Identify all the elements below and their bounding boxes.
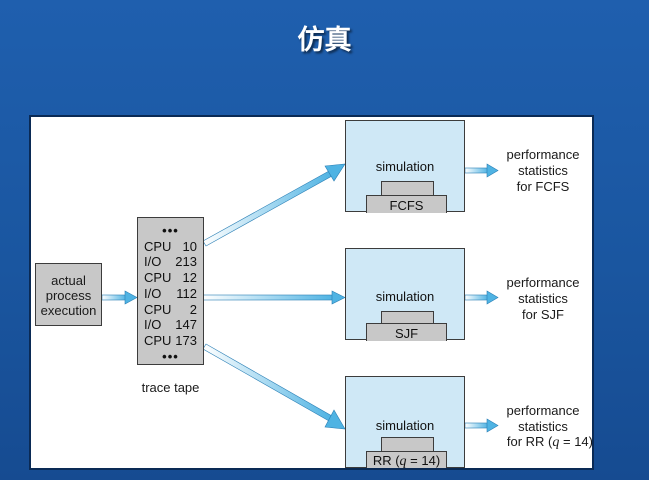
stats-rr-suffix: = 14) — [559, 434, 593, 449]
stats-fcfs-line-3: for FCFS — [516, 179, 570, 194]
diagram-panel: actual process execution ••• CPU 10 I/O … — [29, 115, 594, 470]
trace-op: CPU — [144, 302, 172, 317]
stats-rr-line-2: statistics — [518, 419, 568, 434]
source-line-1: actual — [51, 273, 86, 288]
simulation-box-rr: simulation RR (q = 14) — [345, 376, 465, 468]
stats-rr-line-3: for RR (q = 14) — [471, 434, 593, 450]
simulation-step-base — [366, 451, 447, 468]
algorithm-rr-quantum-var: q — [399, 454, 407, 469]
actual-process-execution-box: actual process execution — [35, 263, 102, 326]
source-line-2: process — [45, 288, 92, 303]
trace-val: 12 — [182, 270, 197, 285]
arrow-source-to-tape — [101, 290, 138, 305]
trace-op: CPU — [144, 333, 172, 348]
trace-val: 112 — [176, 286, 197, 301]
trace-val: 2 — [189, 302, 197, 317]
trace-tape-box: ••• CPU 10 I/O 213 CPU 12 I/O 112 CPU 2 … — [137, 217, 204, 365]
source-line-3: execution — [40, 303, 97, 318]
stats-sjf-line-3: for SJF — [522, 307, 564, 322]
stats-rr-line-1: performance — [506, 403, 580, 418]
algorithm-label-sjf: SJF — [394, 326, 419, 341]
stats-sjf-line-1: performance — [506, 275, 580, 290]
arrow-fcfs-to-stats — [464, 163, 499, 178]
trace-op: I/O — [144, 254, 162, 269]
stats-rr-quantum-var: q — [552, 435, 560, 450]
slide-title: 仿真 — [297, 25, 352, 56]
algorithm-label-fcfs: FCFS — [389, 198, 424, 213]
trace-op: CPU — [144, 239, 172, 254]
simulation-label: simulation — [375, 418, 435, 433]
trace-val: 10 — [182, 239, 197, 254]
arrow-tape-to-fcfs — [202, 163, 346, 247]
trace-op: I/O — [144, 286, 162, 301]
trace-op: I/O — [144, 317, 162, 332]
trace-tape-caption: trace tape — [141, 380, 200, 395]
stats-rr-prefix: for RR ( — [506, 434, 553, 449]
arrow-sjf-to-stats — [464, 290, 499, 305]
trace-tape-top-dots: ••• — [162, 223, 179, 238]
stats-fcfs-line-1: performance — [506, 147, 580, 162]
simulation-step-top — [381, 181, 434, 199]
arrow-tape-to-sjf — [202, 290, 346, 305]
trace-op: CPU — [144, 270, 172, 285]
simulation-step-top — [381, 437, 434, 455]
arrow-tape-to-rr — [202, 343, 346, 430]
simulation-label: simulation — [375, 159, 435, 174]
trace-val: 147 — [175, 317, 197, 332]
connector-arrows — [101, 163, 499, 433]
algorithm-rr-prefix: RR ( — [372, 453, 400, 468]
trace-val: 213 — [175, 254, 197, 269]
simulation-step-base — [366, 323, 447, 341]
arrow-rr-to-stats — [464, 418, 499, 433]
stats-fcfs-line-2: statistics — [518, 163, 568, 178]
simulation-box-sjf: simulation SJF — [345, 248, 465, 341]
algorithm-rr-suffix: = 14) — [406, 453, 441, 468]
simulation-label: simulation — [375, 289, 435, 304]
stats-sjf-line-2: statistics — [518, 291, 568, 306]
trace-val: 173 — [175, 333, 197, 348]
algorithm-label-rr: RR (q = 14) — [366, 453, 447, 469]
simulation-step-base — [366, 195, 447, 213]
simulation-box-fcfs: simulation FCFS — [345, 120, 465, 213]
trace-tape-bottom-dots: ••• — [162, 349, 179, 364]
